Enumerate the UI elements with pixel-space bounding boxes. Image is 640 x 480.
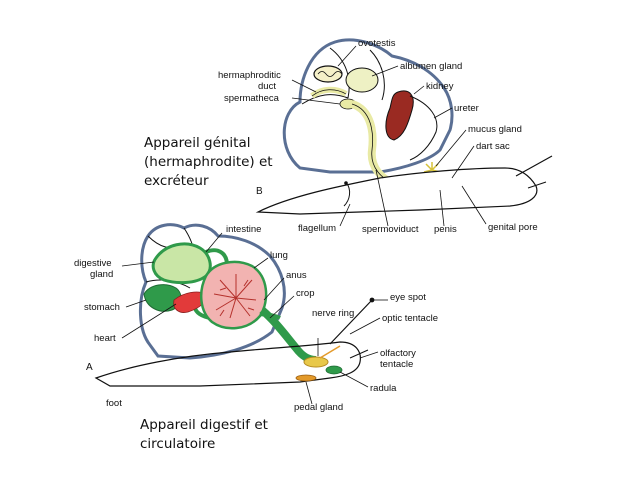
label-flagellum: flagellum bbox=[298, 223, 336, 234]
snail-a-small-tentacle bbox=[349, 349, 369, 359]
snail-b-hermaphroditic-duct-outline bbox=[311, 89, 347, 97]
snail-b-albumen-gland bbox=[345, 67, 379, 93]
snail-a-body bbox=[94, 341, 361, 387]
label-genital-pore: genital pore bbox=[488, 222, 538, 233]
label-ovotestis: ovotestis bbox=[358, 38, 396, 49]
caption-genital-line3: excréteur bbox=[144, 173, 209, 189]
label-spermoviduct: spermoviduct bbox=[362, 224, 419, 235]
snail-a-leader-lines bbox=[121, 232, 388, 405]
label-radula: radula bbox=[370, 383, 397, 394]
label-digestive-gland-line2: gland bbox=[90, 269, 113, 280]
snail-b-tentacle bbox=[515, 155, 553, 177]
snail-b-kidney bbox=[385, 90, 414, 141]
snail-b-small-tentacle bbox=[527, 181, 547, 189]
label-spermatheca: spermatheca bbox=[224, 93, 280, 104]
label-penis: penis bbox=[434, 224, 457, 235]
snail-a-lung-vessels bbox=[213, 274, 257, 319]
caption-genital-line2: (hermaphrodite) et bbox=[144, 154, 273, 170]
snail-a-digestive-system: A bbox=[86, 223, 375, 387]
label-dart-sac: dart sac bbox=[476, 141, 510, 152]
snail-a-nerve bbox=[319, 345, 341, 359]
snail-b-shell-whorl bbox=[301, 47, 385, 105]
snail-a-nerve-ring bbox=[303, 356, 329, 368]
label-foot: foot bbox=[106, 398, 122, 409]
snail-b-mucus-gland bbox=[423, 162, 441, 173]
caption-digestive-line1: Appareil digestif et bbox=[140, 417, 268, 433]
caption-digestive-system: Appareil digestif et circulatoire bbox=[140, 416, 268, 454]
label-crop: crop bbox=[296, 288, 314, 299]
label-olfactory-tentacle-line1: olfactory bbox=[380, 348, 416, 359]
label-hermaphroditic-duct-line2: duct bbox=[258, 81, 276, 92]
label-stomach: stomach bbox=[84, 302, 120, 313]
snail-b-letter: B bbox=[256, 186, 263, 197]
label-digestive-gland-line1: digestive bbox=[74, 258, 112, 269]
label-optic-tentacle: optic tentacle bbox=[382, 313, 438, 324]
snail-a-letter: A bbox=[86, 362, 93, 373]
snail-b-ovotestis-texture bbox=[317, 71, 343, 77]
label-heart: heart bbox=[94, 333, 116, 344]
snail-a-optic-tentacle bbox=[329, 299, 373, 345]
caption-genital-system: Appareil génital (hermaphrodite) et excr… bbox=[144, 134, 273, 191]
snail-b-genital-system: B bbox=[255, 38, 553, 215]
label-intestine: intestine bbox=[226, 224, 261, 235]
snail-b-leader-lines bbox=[291, 45, 487, 227]
snail-b-marker bbox=[344, 181, 348, 185]
label-anus: anus bbox=[286, 270, 307, 281]
snail-a-pedal-gland bbox=[295, 374, 317, 382]
label-lung: lung bbox=[270, 250, 288, 261]
caption-genital-line1: Appareil génital bbox=[144, 135, 251, 151]
snail-a-radula bbox=[325, 365, 343, 375]
snail-b-body bbox=[255, 167, 538, 215]
label-nerve-ring: nerve ring bbox=[312, 308, 354, 319]
label-kidney: kidney bbox=[426, 81, 454, 92]
label-hermaphroditic-duct-line1: hermaphroditic bbox=[218, 70, 281, 81]
label-olfactory-tentacle-line2: tentacle bbox=[380, 359, 413, 370]
snail-b-ureter bbox=[409, 95, 438, 161]
caption-digestive-line2: circulatoire bbox=[140, 436, 216, 452]
label-ureter: ureter bbox=[454, 103, 479, 114]
snail-a-eye-spot bbox=[369, 297, 375, 303]
label-albumen-gland: albumen gland bbox=[400, 61, 462, 72]
label-eye-spot: eye spot bbox=[390, 292, 426, 303]
label-pedal-gland: pedal gland bbox=[294, 402, 343, 413]
label-mucus-gland: mucus gland bbox=[468, 124, 522, 135]
